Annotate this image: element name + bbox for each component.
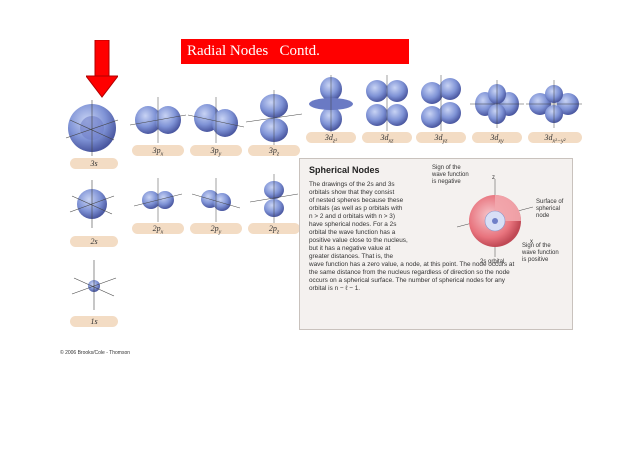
nested-sphere-2s [456, 179, 534, 257]
label-3dyz: 3dyz [416, 132, 466, 145]
label-2s: 2s [70, 236, 118, 247]
orbital-3py [188, 97, 244, 143]
axis-x-label: x [530, 239, 533, 245]
body-line: The drawings of the 2s and 3s [309, 181, 395, 188]
note-negative: Sign of the wave function is negative [432, 165, 469, 185]
label-2py: 2py [190, 223, 242, 236]
body-line: orbital the wave function has a [309, 229, 396, 236]
axis-z-label: z [492, 175, 495, 181]
orbital-3dxy [470, 80, 524, 128]
orbital-1s [71, 260, 117, 310]
orbital-2py [192, 178, 240, 222]
label-1s: 1s [70, 316, 118, 327]
body-line: orbital is n − ℓ − 1. [309, 285, 361, 292]
orbital-2pz [250, 174, 298, 224]
slide-title: Radial Nodes Contd. [181, 39, 409, 64]
label-3dxz: 3dxz [362, 132, 412, 145]
body-line: wave function has a zero value, a node, … [309, 261, 515, 268]
label-3dx2y2: 3dx²−y² [528, 132, 582, 145]
label-3dxy: 3dxy [472, 132, 522, 145]
orbital-3dz2 [309, 75, 353, 133]
note-surface: Surface of spherical node [536, 199, 564, 219]
copyright: © 2006 Brooks/Cole - Thomson [60, 350, 131, 356]
label-2px: 2px [132, 223, 184, 236]
orbital-label-2s: 2s orbital [480, 259, 505, 265]
spherical-nodes-title: Spherical Nodes [309, 165, 380, 175]
body-line: orbitals show that they consist [309, 189, 395, 196]
body-line: of nested spheres because these [309, 197, 404, 204]
orbital-3dx2y2 [526, 80, 582, 128]
orbital-3s [65, 100, 119, 156]
orbital-2s [69, 180, 115, 228]
spherical-nodes-box: Spherical Nodes The drawings of the 2s a… [299, 158, 573, 330]
label-3s: 3s [70, 158, 118, 169]
note-positive: Sign of the wave function is positive [522, 243, 559, 263]
orbital-2px [134, 178, 182, 222]
body-line: have spherical nodes. For a 2s [309, 221, 397, 228]
body-line: positive value close to the nucleus, [309, 237, 408, 244]
body-line: greater distances. That is, the [309, 253, 394, 260]
label-3py: 3py [190, 145, 242, 158]
body-line: but it has a negative value at [309, 245, 391, 252]
down-arrow-icon [86, 40, 118, 98]
orbital-3pz [246, 90, 302, 146]
orbital-3dyz [421, 75, 461, 131]
label-3dz2: 3dz² [306, 132, 356, 145]
body-line: n > 2 and d orbitals with n > 3) [309, 213, 395, 220]
body-line: the same distance from the nucleus regar… [309, 269, 510, 276]
label-3px: 3px [132, 145, 184, 158]
body-line: orbitals (as well as p orbitals with [309, 205, 403, 212]
body-line: occurs on a spherical surface. The numbe… [309, 277, 505, 284]
orbital-3dxz [366, 75, 408, 131]
orbital-figure: 3s 2s 1s 3px 3py 3pz [60, 70, 585, 340]
label-3pz: 3pz [248, 145, 300, 158]
orbital-3px [130, 97, 186, 143]
label-2pz: 2pz [248, 223, 300, 236]
